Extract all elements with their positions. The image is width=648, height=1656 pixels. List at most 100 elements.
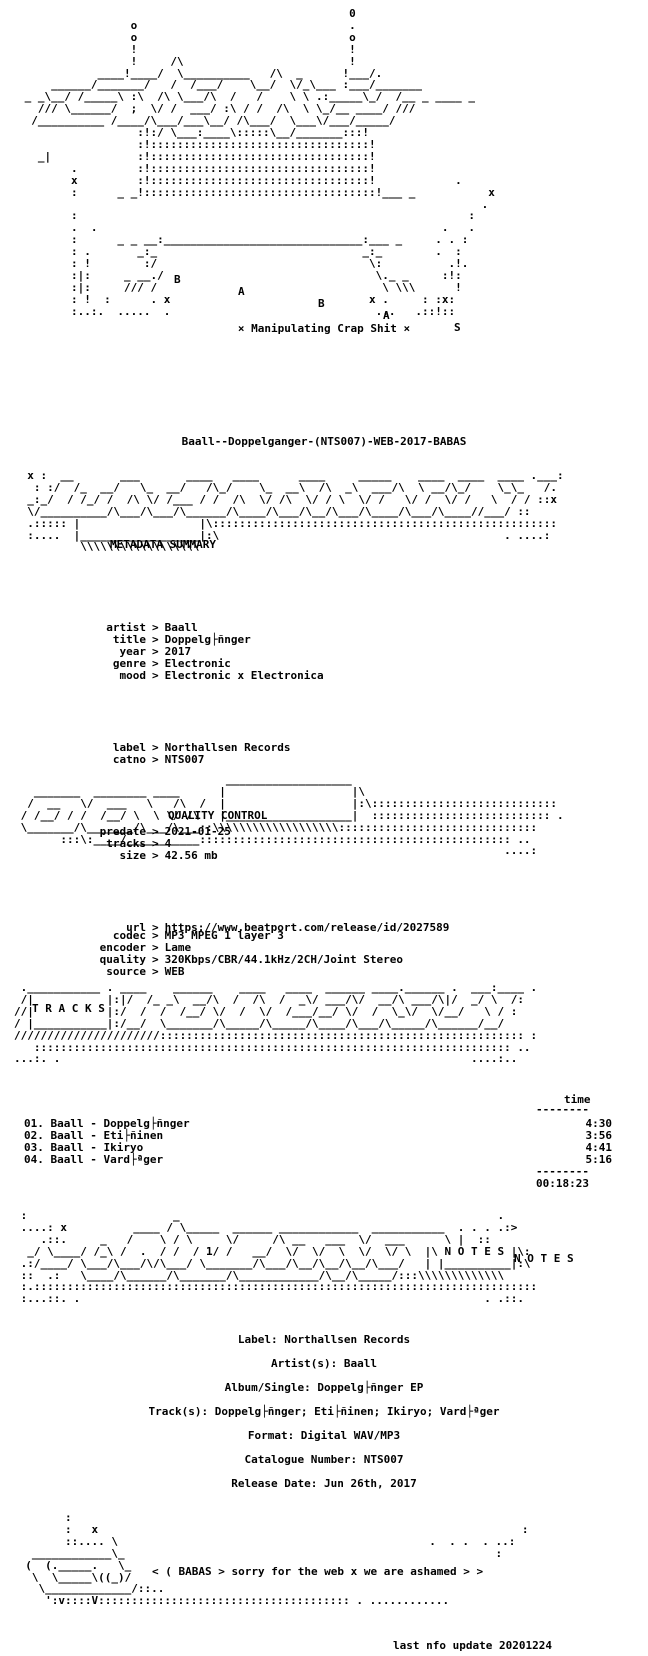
group-tagline: × Manipulating Crap Shit ×: [237, 322, 411, 335]
tracks-banner-art: .___________ . ____ ______ ____ ____ ___…: [14, 981, 538, 1066]
metadata-summary: artist > Baall title > Doppelg├ñnger year >2017…: [68, 598, 450, 946]
quality-quality: quality >320Kbps/CBR/44.1kHz/2CH/Joint St…: [68, 954, 403, 966]
field-value: Northallsen Records: [164, 741, 291, 754]
field-value: NTS007: [164, 753, 205, 766]
field-key: label: [112, 741, 146, 754]
meta-predate: predate>2021-01-25: [68, 826, 449, 838]
quality-header: QUALITY CONTROL: [168, 809, 268, 822]
quality-banner-art: ___________________ _______ ________ ___…: [20, 773, 564, 858]
field-value: Baall: [164, 621, 198, 634]
track-name: 01. Baall - Doppelg├ñnger: [24, 1117, 190, 1130]
field-value: 320Kbps/CBR/44.1kHz/2CH/Joint Stereo: [164, 953, 404, 966]
field-separator: >: [152, 645, 159, 658]
last-update: last nfo update 20201224: [393, 1639, 552, 1652]
tracks-header: T R A C K S: [32, 1002, 105, 1015]
track-time: 4:41: [585, 1141, 613, 1154]
notes-line: Album/Single: Doppelg├ñnger EP: [224, 1381, 424, 1394]
field-key: codec: [112, 929, 146, 942]
field-separator: >: [152, 669, 159, 682]
field-key: artist: [106, 621, 146, 634]
field-separator: >: [152, 657, 159, 670]
meta-url: url > https://www.beatport.com/release/id/…: [68, 922, 449, 934]
track-time: 4:30: [585, 1117, 613, 1130]
field-separator: >: [152, 941, 159, 954]
track-row: 04. Baall - Vard├ªger 5:16: [24, 1154, 612, 1166]
field-key: title: [112, 633, 146, 646]
field-value[interactable]: https://www.beatport.com/release/id/2027…: [164, 921, 450, 934]
metadata-banner-art: x : __ ___ ____ ____ ____ _____ ____ ___…: [27, 469, 564, 554]
header-ascii-logo: 0 o . o o !: [24, 7, 495, 318]
meta-artist: artist > Baall: [68, 622, 449, 634]
release-name: Baall--Doppelganger-(NTS007)-WEB-2017-BA…: [181, 435, 467, 448]
notes-line: Release Date: Jun 26th, 2017: [231, 1477, 417, 1490]
metadata-header: METADATA SUMMARY: [110, 538, 216, 551]
field-key: encoder: [99, 941, 146, 954]
field-key: genre: [112, 657, 146, 670]
notes-line: Track(s): Doppelg├ñnger; Eti├ñinen; Ikir…: [148, 1405, 500, 1418]
track-row: 02. Baall - Eti├ñinen 3:56: [24, 1130, 612, 1142]
notes-line: Catalogue Number: NTS007: [244, 1453, 404, 1466]
tracks-time-header: time: [564, 1093, 591, 1106]
notes-banner-art: : _ . ....: x ____ / \_____ ______ _____…: [20, 1209, 538, 1306]
quality-codec: codec > MP3 MPEG 1 layer 3: [68, 930, 403, 942]
footer-ascii-art: : : x : ::.... \: [25, 1511, 529, 1608]
field-separator: >: [152, 965, 159, 978]
field-key: year: [119, 645, 147, 658]
notes-line: Format: Digital WAV/MP3: [247, 1429, 401, 1442]
field-key: catno: [112, 753, 146, 766]
field-value: Electronic: [164, 657, 231, 670]
meta-genre: genre > Electronic: [68, 658, 449, 670]
track-row: 03. Baall - Ikiryo 4:41: [24, 1142, 612, 1154]
track-time: 5:16: [585, 1153, 613, 1166]
field-key: mood: [119, 669, 147, 682]
field-value: 2021-01-25: [164, 825, 231, 838]
notes-line: Label: Northallsen Records: [237, 1333, 411, 1346]
field-value: Doppelg├ñnger: [164, 633, 251, 646]
tracks-total-time: 00:18:23: [536, 1177, 589, 1190]
meta-title: title > Doppelg├ñnger: [68, 634, 449, 646]
field-value: WEB: [164, 965, 185, 978]
field-value: 2017: [164, 645, 192, 658]
field-key: url: [126, 921, 146, 934]
notes-line: Artist(s): Baall: [271, 1357, 377, 1370]
brand-letter: B: [174, 273, 181, 286]
field-key: tracks: [106, 837, 146, 850]
field-key: size: [119, 849, 147, 862]
quality-encoder: encoder>Lame: [68, 942, 403, 954]
meta-year: year >2017: [68, 646, 449, 658]
meta-tracks: tracks >4: [68, 838, 449, 850]
brand-letter: S: [454, 321, 461, 334]
field-value: MP3 MPEG 1 layer 3: [164, 929, 284, 942]
meta-size: size >42.56 mb: [68, 850, 449, 862]
field-separator: >: [152, 953, 159, 966]
track-time: 3:56: [585, 1129, 613, 1142]
meta-mood: mood > Electronic x Electronica: [68, 670, 449, 682]
field-separator: >: [152, 837, 159, 850]
field-separator: >: [152, 633, 159, 646]
track-name: 04. Baall - Vard├ªger: [24, 1153, 164, 1166]
tracks-time-rule: --------: [536, 1103, 589, 1116]
notes-header: N O T E S: [514, 1252, 574, 1265]
field-separator: >: [152, 929, 159, 942]
track-name: 02. Baall - Eti├ñinen: [24, 1129, 164, 1142]
track-row: 01. Baall - Doppelg├ñnger 4:30: [24, 1118, 612, 1130]
field-value: 4: [164, 837, 172, 850]
field-key: quality: [99, 953, 146, 966]
field-separator: >: [152, 741, 159, 754]
brand-letter: A: [238, 285, 245, 298]
track-name: 03. Baall - Ikiryo: [24, 1141, 144, 1154]
meta-label: label > Northallsen Records: [68, 742, 449, 754]
field-key: predate: [99, 825, 146, 838]
field-separator: >: [152, 621, 159, 634]
field-separator: >: [152, 921, 159, 934]
field-separator: >: [152, 849, 159, 862]
field-separator: >: [152, 753, 159, 766]
field-value: 42.56 mb: [164, 849, 218, 862]
brand-letter: B: [318, 297, 325, 310]
quality-source: source>WEB: [68, 966, 403, 978]
tracks-total-rule: --------: [536, 1165, 589, 1178]
field-value: Electronic x Electronica: [164, 669, 324, 682]
footer-message: < ( BABAS > sorry for the web x we are a…: [152, 1565, 484, 1578]
